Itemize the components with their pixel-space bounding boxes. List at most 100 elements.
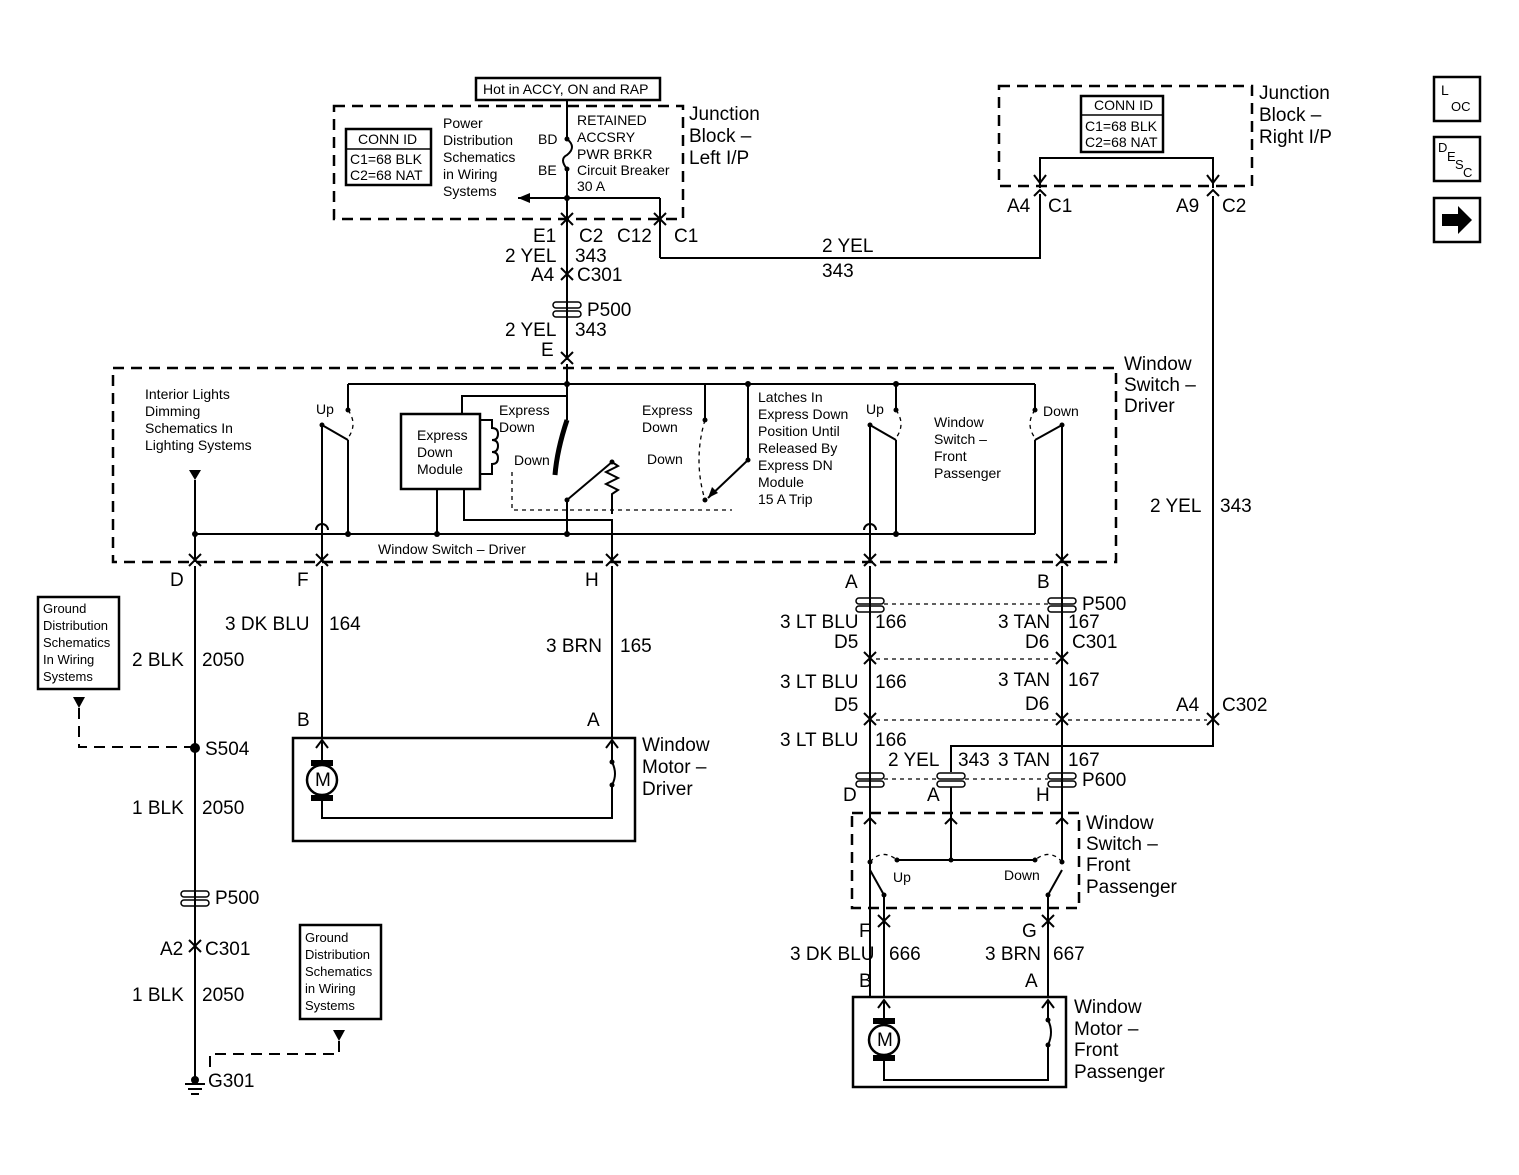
- label-a4: A4: [531, 265, 555, 286]
- jb-right-title-3: Right I/P: [1259, 127, 1332, 148]
- label-2yel-a: 2 YEL: [505, 246, 556, 267]
- jb-right-conn-id: CONN ID: [1094, 97, 1153, 113]
- label-2050-b: 2050: [202, 798, 244, 819]
- label-3ltblu-b: 3 LT BLU: [780, 672, 859, 693]
- ws-down-3-label: Down: [1043, 403, 1079, 419]
- loc-button-frame: [1432, 75, 1482, 123]
- label-343-e: 343: [958, 750, 990, 771]
- relay-coil-icon: [480, 419, 500, 475]
- label-2yel-c: 2 YEL: [505, 320, 556, 341]
- label-167-c: 167: [1068, 750, 1100, 771]
- label-3brn-b: 3 BRN: [985, 944, 1041, 965]
- label-c301-c: C301: [1072, 632, 1117, 653]
- gr2-5: Systems: [305, 998, 355, 1013]
- label-g301: G301: [208, 1071, 254, 1092]
- jb-right-conn-box: [1079, 94, 1165, 154]
- label-2yel-b: 2 YEL: [822, 236, 873, 257]
- label-2yel-e: 2 YEL: [888, 750, 939, 771]
- label-d: D: [170, 570, 184, 591]
- ground-ref-2-box: [298, 923, 383, 1021]
- breaker-1: RETAINED: [577, 112, 647, 128]
- power-ref-3: Schematics: [443, 149, 515, 165]
- label-164: 164: [329, 614, 361, 635]
- label-pf: F: [859, 921, 871, 942]
- gr1-4: In Wiring: [43, 652, 94, 667]
- label-3ltblu-a: 3 LT BLU: [780, 612, 859, 633]
- breaker-2: ACCSRY: [577, 129, 636, 145]
- breaker-4: Circuit Breaker: [577, 162, 670, 178]
- ground-ref-1-box: [36, 595, 121, 691]
- interior-ref-2: Dimming: [145, 403, 200, 419]
- latch-7: 15 A Trip: [758, 491, 813, 507]
- ws-up-2-label: Up: [866, 401, 884, 417]
- label-d5-b: D5: [834, 695, 858, 716]
- label-c2-right: C2: [1222, 196, 1246, 217]
- label-343-c: 343: [575, 320, 607, 341]
- motor-driver-title-3: Driver: [642, 779, 693, 800]
- interior-ref-arrow-icon: [189, 470, 201, 480]
- interior-ref-1: Interior Lights: [145, 386, 230, 402]
- desc-label-d: D: [1438, 140, 1447, 155]
- loc-label-sub: OC: [1451, 99, 1471, 114]
- next-page-button[interactable]: [1432, 196, 1482, 244]
- jb-left-conn-box: [344, 127, 433, 187]
- jb-left-conn-id: CONN ID: [358, 131, 417, 147]
- fp-4: Passenger: [934, 465, 1001, 481]
- label-p500-b: P500: [215, 888, 259, 909]
- gr1-2: Distribution: [43, 618, 108, 633]
- label-166-c: 166: [875, 730, 907, 751]
- label-d6-b: D6: [1025, 694, 1049, 715]
- ws-fp-down: Down: [1004, 867, 1040, 883]
- label-a4-right: A4: [1007, 196, 1031, 217]
- label-2yel-d: 2 YEL: [1150, 496, 1201, 517]
- gr1-3: Schematics: [43, 635, 111, 650]
- pin-be: BE: [538, 162, 557, 178]
- label-1blk-b: 1 BLK: [132, 985, 184, 1006]
- desc-button-frame: [1432, 135, 1482, 183]
- gr2-1: Ground: [305, 930, 348, 945]
- label-3dkblu-b: 3 DK BLU: [790, 944, 874, 965]
- label-fp-motor-b: B: [859, 971, 872, 992]
- jb-right-conn-c2: C2=68 NAT: [1085, 134, 1158, 150]
- desc-button[interactable]: D E S C: [1432, 135, 1482, 183]
- power-ref-5: Systems: [443, 183, 497, 199]
- motor-fp-title-2: Motor –: [1074, 1019, 1139, 1040]
- label-c302: C302: [1222, 695, 1267, 716]
- desc-label-s: S: [1455, 157, 1464, 172]
- label-pg: G: [1022, 921, 1037, 942]
- window-motor-driver: [291, 736, 637, 843]
- label-p500-c: P500: [1082, 594, 1126, 615]
- jb-left-title-1: Junction: [689, 104, 760, 125]
- label-343-d: 343: [1220, 496, 1252, 517]
- label-p600-h: H: [1036, 785, 1050, 806]
- motor-fp-title-1: Window: [1074, 997, 1142, 1018]
- motor-fp-title-4: Passenger: [1074, 1062, 1166, 1083]
- latch-3: Position Until: [758, 423, 840, 439]
- latch-1: Latches In: [758, 389, 823, 405]
- desc-label-e: E: [1447, 149, 1456, 164]
- ed2-1: Express: [642, 402, 693, 418]
- latch-4: Released By: [758, 440, 837, 456]
- label-167-b: 167: [1068, 670, 1100, 691]
- ws-driver-title-1: Window: [1124, 354, 1192, 375]
- ed1-1: Express: [499, 402, 550, 418]
- gr2-2: Distribution: [305, 947, 370, 962]
- ws-fp-title-1: Window: [1086, 813, 1154, 834]
- power-ref-arrow-icon: [518, 193, 530, 203]
- power-ref-1: Power: [443, 115, 483, 131]
- ed2-2: Down: [642, 419, 678, 435]
- arrow-right-icon: [1442, 206, 1472, 234]
- ws-up-label: Up: [316, 401, 334, 417]
- label-1blk-a: 1 BLK: [132, 798, 184, 819]
- loc-button[interactable]: L OC: [1432, 75, 1482, 123]
- label-c12: C12: [617, 226, 652, 247]
- label-3dkblu-a: 3 DK BLU: [225, 614, 309, 635]
- motor-driver-title-2: Motor –: [642, 757, 707, 778]
- edm-2: Down: [417, 444, 453, 460]
- label-667: 667: [1053, 944, 1085, 965]
- label-165: 165: [620, 636, 652, 657]
- jb-right-title-1: Junction: [1259, 83, 1330, 104]
- gr1-5: Systems: [43, 669, 93, 684]
- label-a9: A9: [1176, 196, 1199, 217]
